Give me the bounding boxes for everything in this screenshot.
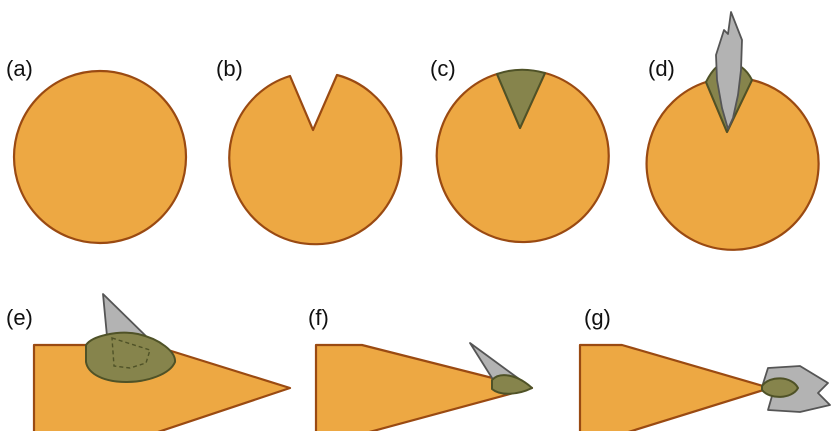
panel-f-label: (f): [308, 305, 329, 330]
wedge-g: [578, 343, 772, 431]
panel-b: (b): [216, 56, 403, 246]
end-fill-g: [761, 377, 799, 398]
disk-a: [12, 69, 188, 245]
tip-fill-f: [491, 374, 533, 395]
panel-b-label: (b): [216, 56, 243, 81]
blob-e: [85, 331, 176, 383]
panel-e-label: (e): [6, 305, 33, 330]
notched-disk-d: [645, 78, 820, 251]
hidden-shard-outline-e: [111, 337, 151, 369]
notched-disk-b: [228, 73, 403, 246]
panel-d: (d): [645, 11, 820, 251]
notched-disk-c: [435, 71, 610, 244]
panel-e: (e): [6, 293, 292, 431]
panel-f: (f): [308, 305, 534, 431]
wedge-f: [314, 343, 534, 431]
panel-c-label: (c): [430, 56, 456, 81]
panel-g-label: (g): [584, 305, 611, 330]
panel-a-label: (a): [6, 56, 33, 81]
shard-d: [715, 11, 743, 130]
panel-a: (a): [6, 56, 188, 245]
panel-d-label: (d): [648, 56, 675, 81]
panel-g: (g): [578, 305, 831, 431]
notch-fill-c: [496, 68, 546, 129]
panel-c: (c): [430, 56, 610, 244]
